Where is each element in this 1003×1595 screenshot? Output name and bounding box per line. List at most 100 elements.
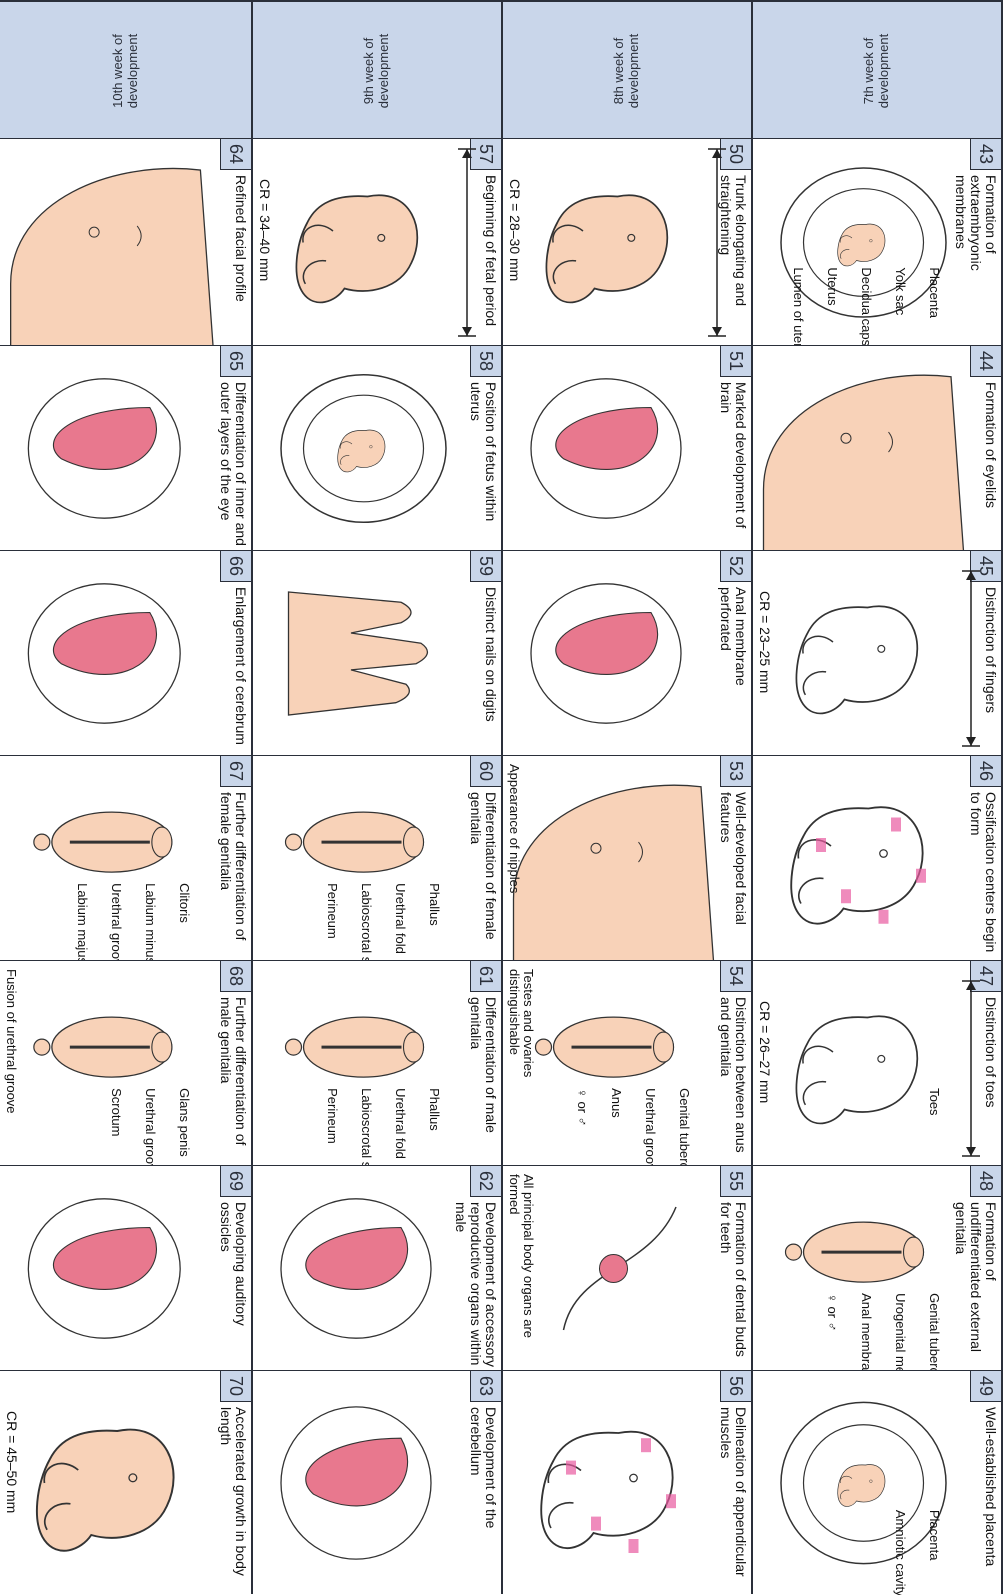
structure-label: Urethral groove [109, 883, 123, 961]
structure-label: Urogenital membrane [893, 1293, 907, 1371]
stage-illustration [751, 346, 1001, 551]
structure-label: Toes [927, 1088, 941, 1115]
stage-illustration [501, 551, 751, 756]
stage-illustration [251, 551, 501, 756]
stage-illustration [251, 346, 501, 551]
week-label: 8th week of development [501, 0, 751, 140]
structure-label: Urethral fold [393, 883, 407, 954]
stage-illustration [251, 756, 501, 961]
stage-illustration [0, 1371, 251, 1595]
structure-label: Anus [609, 1088, 623, 1118]
structure-label: Placenta [927, 1510, 941, 1561]
structure-label: ♀ or ♂ [825, 1293, 839, 1331]
stage-note: Fusion of urethral groove [4, 969, 18, 1160]
stage-illustration [0, 1166, 251, 1371]
structure-label: Anal membrane [859, 1293, 873, 1371]
structure-label: Phallus [427, 1088, 441, 1131]
structure-label: Perineum [325, 883, 339, 939]
stage-illustration [751, 961, 1001, 1166]
structure-label: Genital tubercle [677, 1088, 691, 1166]
structure-label: Clitoris [177, 883, 191, 923]
stage-illustration [501, 756, 751, 961]
structure-label: Amniotic cavity [893, 1510, 907, 1595]
structure-label: Glans penis [177, 1088, 191, 1157]
stage-illustration [501, 961, 751, 1166]
week-label: 9th week of development [251, 0, 501, 140]
structure-label: Urethral groove [143, 1088, 157, 1166]
stage-illustration [751, 1166, 1001, 1371]
structure-label: ♀ or ♂ [575, 1088, 589, 1126]
structure-label: Urethral groove [643, 1088, 657, 1166]
stage-note: All principal body organs are formed [507, 1174, 535, 1365]
structure-label: Genital tubercle [927, 1293, 941, 1371]
stage-illustration [0, 961, 251, 1166]
structure-label: Uterus [825, 267, 839, 305]
structure-label: Phallus [427, 883, 441, 926]
stage-illustration [751, 139, 1001, 346]
structure-label: Urethral fold [393, 1088, 407, 1159]
stage-note: Testes and ovaries distinguishable [507, 969, 535, 1160]
week-label: 10th week of development [0, 0, 251, 140]
stage-illustration [0, 551, 251, 756]
stage-illustration [751, 756, 1001, 961]
crown-rump-length: CR = 45–50 mm [4, 1411, 20, 1513]
stage-illustration [251, 1166, 501, 1371]
stage-illustration [501, 346, 751, 551]
structure-label: Placenta [927, 267, 941, 318]
structure-label: Labium minus [143, 883, 157, 961]
crown-rump-length: CR = 34–40 mm [257, 179, 273, 281]
stage-illustration [251, 1371, 501, 1595]
structure-label: Yolk sac [893, 267, 907, 315]
stage-illustration [251, 139, 501, 346]
crown-rump-length: CR = 26–27 mm [757, 1001, 773, 1103]
structure-label: Labioscrotal swelling [359, 883, 373, 961]
stage-illustration [0, 139, 251, 346]
week-label: 7th week of development [751, 0, 1001, 140]
stage-note: Appearance of nipples [507, 764, 521, 955]
stage-illustration [501, 1371, 751, 1595]
stage-illustration [0, 756, 251, 961]
stage-illustration [251, 961, 501, 1166]
structure-label: Labium majus [75, 883, 89, 961]
crown-rump-length: CR = 23–25 mm [757, 591, 773, 693]
stage-illustration [751, 1371, 1001, 1595]
stage-illustration [501, 1166, 751, 1371]
stage-illustration [751, 551, 1001, 756]
stage-illustration [0, 346, 251, 551]
structure-label: Labioscrotal swelling [359, 1088, 373, 1166]
structure-label: Decidua capsularis [859, 267, 873, 346]
stage-illustration [501, 139, 751, 346]
structure-label: Perineum [325, 1088, 339, 1144]
structure-label: Lumen of uterus [791, 267, 805, 346]
